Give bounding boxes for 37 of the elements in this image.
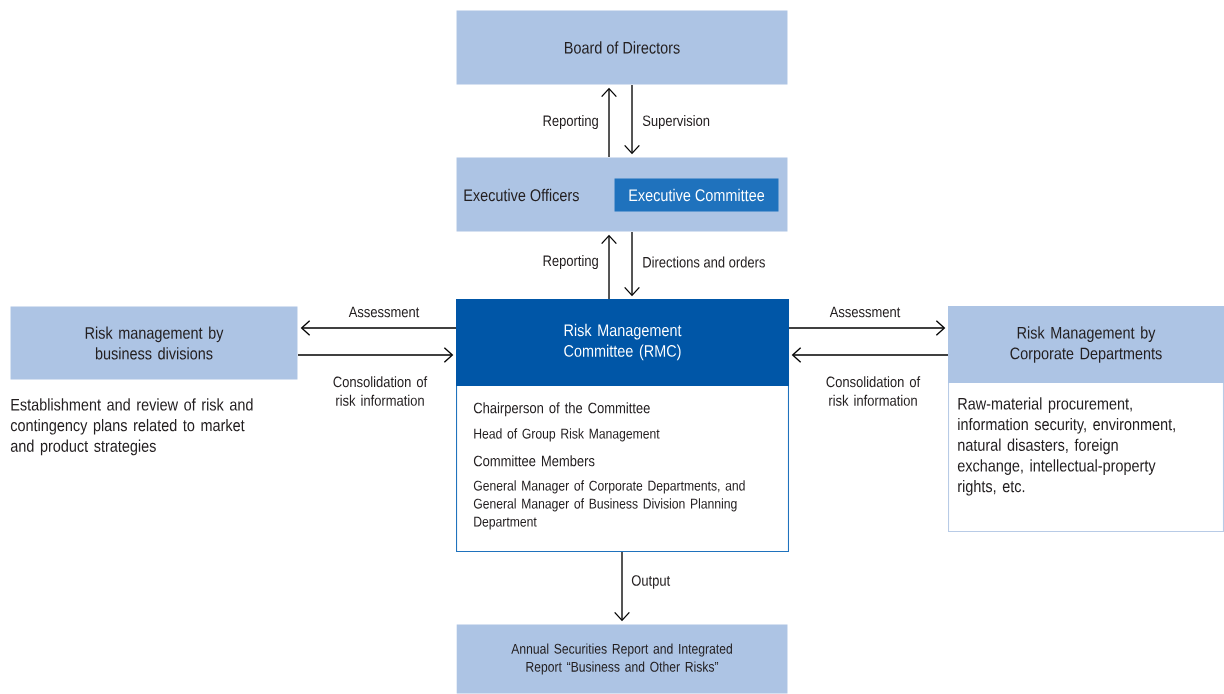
- process-box: [614, 178, 779, 212]
- process-box: [456, 10, 788, 85]
- box-heading: Risk Management Committee (RMC): [564, 323, 682, 361]
- box-label: Annual Securities Report and Integrated Report “Business and Other Risks”: [511, 643, 732, 675]
- arrow: [624, 84, 640, 155]
- edge-label: Directions and orders: [643, 256, 765, 268]
- box-label: Board of Directors: [565, 41, 680, 54]
- arrow: [791, 347, 949, 363]
- edge-label: Consolidation of risk information: [826, 376, 921, 406]
- department-box: [948, 306, 1224, 532]
- body-text: Committee Members: [473, 455, 595, 467]
- process-box: [10, 306, 298, 380]
- box-label: Executive Committee: [629, 188, 765, 202]
- arrow: [601, 234, 617, 300]
- process-box: [456, 624, 788, 694]
- arrow: [297, 347, 454, 363]
- edge-label: Assessment: [829, 306, 901, 318]
- box-label: Risk management by business divisions: [85, 326, 224, 360]
- edge-label: Output: [631, 575, 671, 589]
- body-text: Head of Group Risk Management: [474, 428, 660, 442]
- arrow: [300, 320, 457, 336]
- box-label: Executive Officers: [464, 188, 579, 202]
- arrow: [788, 320, 946, 336]
- body-text: Chairperson of the Committee: [473, 402, 650, 417]
- edge-label: Supervision: [642, 115, 710, 129]
- edge-label: Assessment: [348, 306, 420, 318]
- body-text: General Manager of Corporate Departments, and General Manager of Business Division Planning Department: [473, 480, 745, 530]
- description-text: Establishment and review of risk and contingency plans related to market and product strategies: [10, 398, 253, 456]
- arrow: [624, 231, 640, 297]
- box-heading: Risk Management by Corporate Departments: [1010, 326, 1162, 363]
- edge-label: Consolidation of risk information: [333, 376, 428, 406]
- body-text: Raw-material procurement, information security, environment, natural disasters, foreign exchange, intellectual-property rights, etc.: [957, 397, 1175, 496]
- edge-label: Reporting: [543, 115, 598, 129]
- edge-label: Reporting: [543, 255, 598, 269]
- arrow: [601, 87, 617, 158]
- arrow: [614, 551, 630, 622]
- committee-box: [456, 299, 789, 552]
